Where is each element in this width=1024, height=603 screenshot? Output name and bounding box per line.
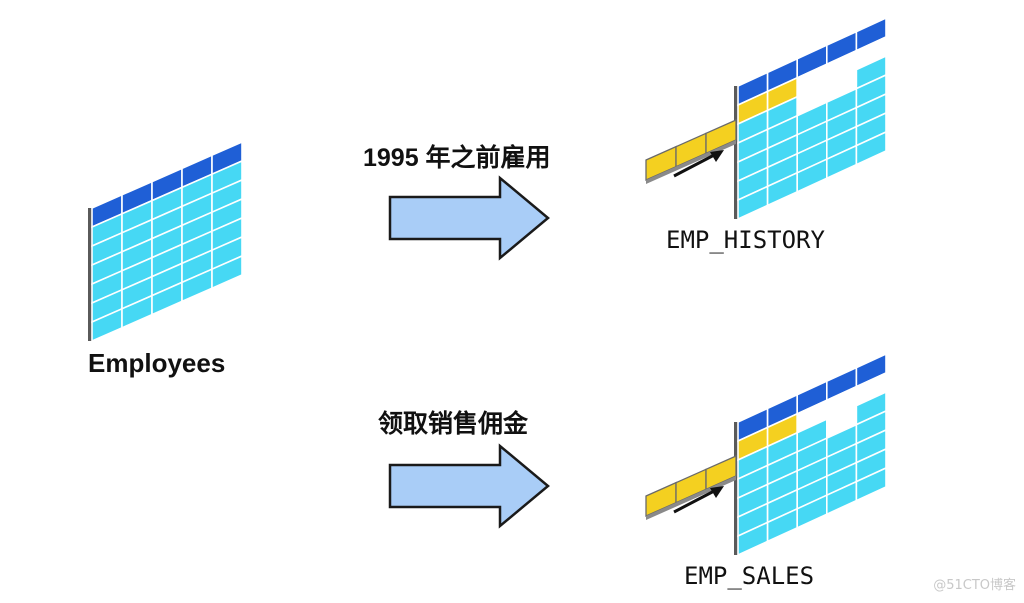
hired-before-1995-label: 1995 年之前雇用	[363, 144, 551, 172]
flow-arrow-history	[388, 175, 550, 261]
emp-history-label: EMP_HISTORY	[666, 226, 825, 254]
emp-sales-table-icon	[645, 352, 887, 557]
employees-label: Employees	[88, 348, 226, 378]
emp-sales-label: EMP_SALES	[684, 562, 815, 590]
sales-commission-label: 领取销售佣金	[378, 410, 529, 438]
emp-history-table-icon	[645, 16, 887, 221]
employees-table-icon	[88, 140, 243, 343]
flow-arrow-sales	[388, 443, 550, 529]
watermark: @51CTO博客	[933, 578, 1016, 593]
